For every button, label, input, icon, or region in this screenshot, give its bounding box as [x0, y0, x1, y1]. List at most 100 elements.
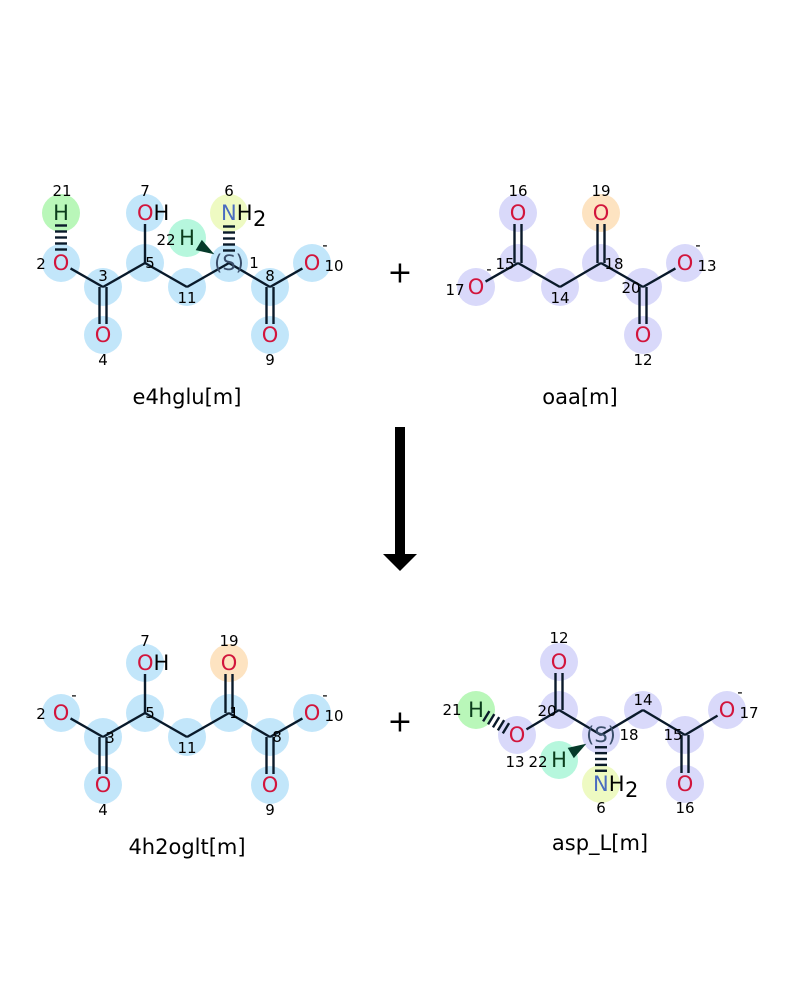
- atom-highlight: [293, 244, 331, 282]
- atom-18: 18: [604, 255, 623, 273]
- atom-index: 6: [596, 799, 606, 817]
- atom-symbol: O: [262, 773, 279, 797]
- single-bond: [144, 261, 188, 289]
- atom-symbol: OH: [137, 201, 169, 225]
- atom-symbol: (S): [586, 723, 616, 747]
- highlights-4h2oglt: [42, 644, 331, 804]
- atom-symbol: O: [719, 698, 736, 722]
- atom-highlight: [624, 316, 662, 354]
- atom-index: 18: [604, 255, 623, 273]
- single-bond: [186, 711, 230, 739]
- single-bond: [600, 708, 644, 737]
- atom-index: 7: [140, 632, 150, 650]
- single-bond: [69, 267, 104, 289]
- atom-17: O-17: [445, 260, 491, 299]
- atom-20: 20: [621, 279, 640, 297]
- charge-label: -: [322, 236, 327, 254]
- atom-symbol: O: [95, 323, 112, 347]
- hashed-bond: [595, 746, 607, 772]
- atom-symbol: H: [468, 698, 484, 722]
- single-bond: [69, 717, 104, 739]
- atom-index: 22: [156, 231, 175, 249]
- atom-index: 5: [145, 254, 155, 272]
- atom-index: 12: [633, 351, 652, 369]
- atom-index: 7: [140, 182, 150, 200]
- atom-symbol: O: [677, 772, 694, 796]
- single-bond: [102, 261, 146, 289]
- bonds-oaa: [484, 224, 677, 324]
- single-bond: [228, 711, 271, 739]
- atom-symbol: O: [593, 201, 610, 225]
- subscript: 2: [625, 778, 638, 802]
- atom-index: 4: [98, 801, 108, 819]
- atom-symbol: H: [53, 201, 69, 225]
- atom-index: 14: [550, 289, 569, 307]
- atom-highlight: [84, 316, 122, 354]
- atom-highlight: [457, 268, 495, 306]
- atom-13: O-13: [677, 236, 717, 275]
- wedge-bond: [567, 743, 587, 759]
- hash-line: [501, 722, 511, 734]
- atom-highlight: [582, 194, 620, 232]
- atom-22: H22: [528, 748, 566, 772]
- atom-4: O4: [95, 773, 112, 819]
- single-bond: [484, 261, 519, 283]
- atom-index: 1: [229, 704, 239, 722]
- atom-16: O16: [675, 772, 694, 817]
- atom-index: 5: [145, 704, 155, 722]
- atom-22: H22: [156, 226, 194, 250]
- atom-18: (S)18: [586, 723, 638, 747]
- atom-index: 10: [324, 257, 343, 275]
- bonds-e4hglu: [55, 224, 304, 324]
- atom-10: O-10: [304, 686, 344, 725]
- molecule-name: asp_L[m]: [552, 831, 648, 856]
- atom-highlight: [666, 765, 704, 803]
- atom-12: O12: [549, 629, 568, 674]
- atom-index: 9: [265, 351, 275, 369]
- plus-sign-products: +: [387, 705, 412, 740]
- atom-symbol: O: [53, 251, 70, 275]
- hashed-bond: [55, 224, 67, 251]
- atom-highlight: [84, 766, 122, 804]
- atom-3: 3: [98, 267, 108, 285]
- single-bond: [642, 708, 686, 737]
- atom-highlight: [42, 244, 80, 282]
- atom-7: OH7: [137, 182, 169, 225]
- single-bond: [144, 711, 188, 739]
- single-bond: [558, 708, 602, 737]
- atom-index: 1: [249, 254, 259, 272]
- atom-index: 15: [495, 255, 514, 273]
- atom-highlight: [666, 244, 704, 282]
- atom-index: 3: [98, 267, 108, 285]
- atom-3: 3: [105, 729, 115, 747]
- charge-label: -: [71, 686, 76, 704]
- atom-symbol: H: [179, 226, 195, 250]
- atom-17: O-17: [719, 683, 759, 722]
- atom-index: 21: [442, 701, 461, 719]
- single-bond: [525, 708, 560, 731]
- atom-highlight: [499, 194, 537, 232]
- atom-index: 12: [549, 629, 568, 647]
- atom-14: 14: [550, 289, 569, 307]
- atom-8: 8: [272, 728, 282, 746]
- atom-19: O19: [219, 632, 238, 675]
- molecule-name: oaa[m]: [542, 385, 617, 409]
- charge-label: -: [486, 260, 491, 278]
- reaction-arrow-icon: [383, 427, 417, 571]
- atom-index: 8: [272, 728, 282, 746]
- subscript: 2: [253, 207, 266, 231]
- atom-symbol: O: [221, 651, 238, 675]
- hash-line: [482, 710, 491, 722]
- atom-index: 2: [36, 705, 46, 723]
- atom-13: O13: [505, 723, 525, 771]
- atom-highlight: [42, 694, 80, 732]
- single-bond: [228, 261, 271, 289]
- atom-index: 22: [528, 753, 547, 771]
- molecule-name: e4hglu[m]: [133, 385, 242, 409]
- highlights-oaa: [457, 194, 704, 354]
